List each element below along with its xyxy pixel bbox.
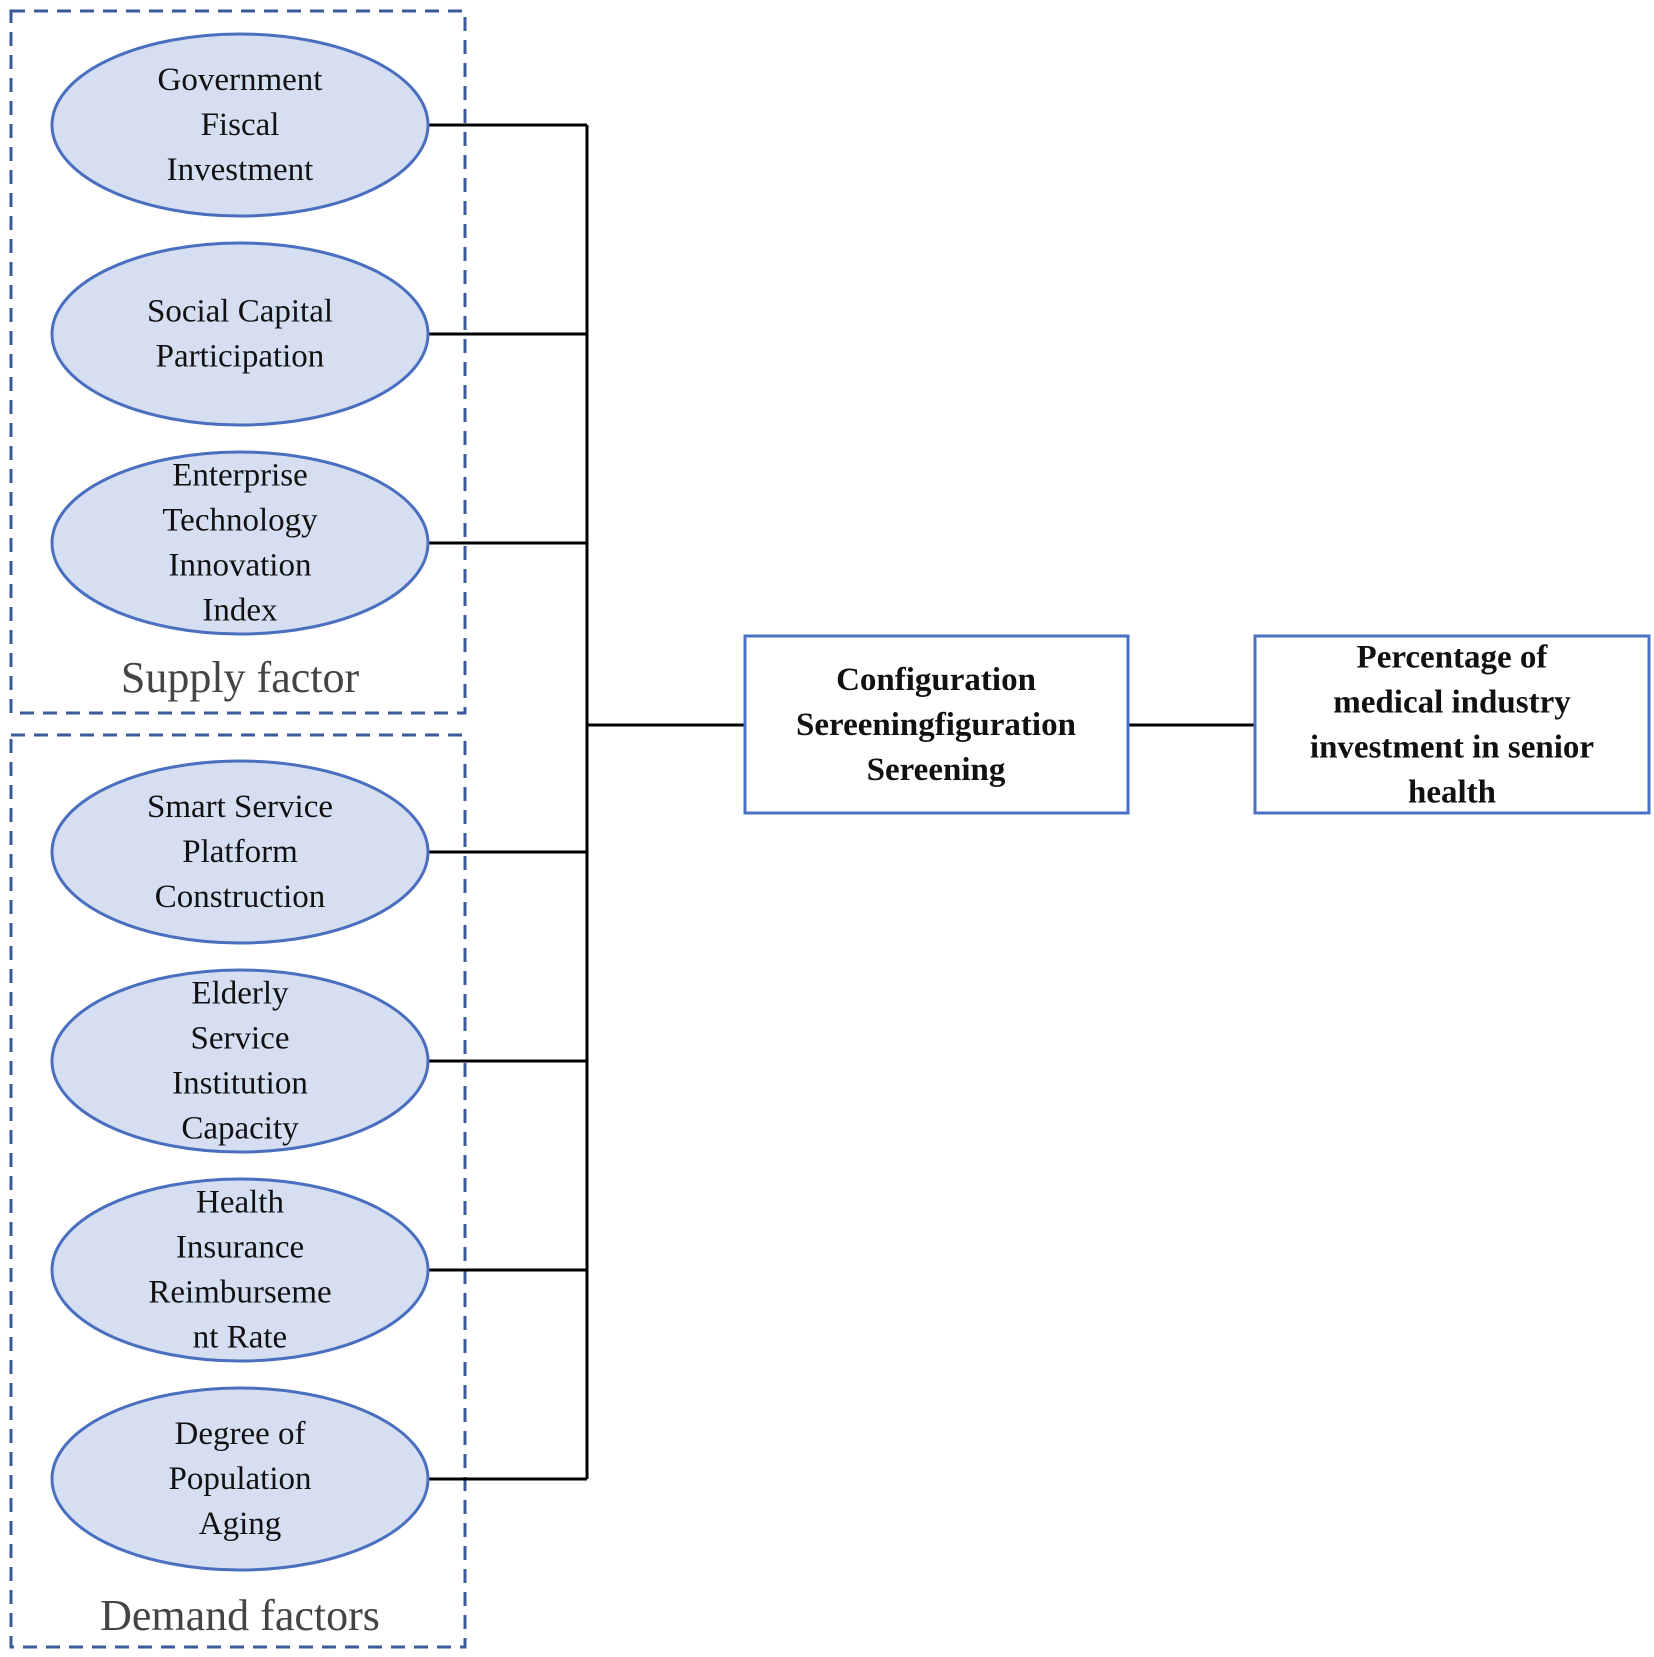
- connector-lines: [428, 123, 1255, 1481]
- factor-label-line: Investment: [167, 152, 314, 188]
- factor-label-line: Participation: [156, 339, 325, 375]
- factor-label-line: Construction: [155, 879, 326, 915]
- demand-group-label: Demand factors: [100, 1591, 380, 1640]
- factor-ellipse: [50, 32, 430, 218]
- factor-label-line: Platform: [182, 834, 298, 870]
- demand-group-frame: [9, 733, 467, 1649]
- factor-label-line: Service: [191, 1021, 290, 1057]
- factor-label-line: Elderly: [191, 976, 289, 1012]
- outcome-box: [1253, 634, 1651, 815]
- factor-label-line: Smart Service: [147, 789, 333, 825]
- factor-label-line: Innovation: [169, 548, 312, 584]
- outcome-box-text: Percentage of medical industry investment …: [1310, 640, 1594, 811]
- factor-ellipse: [50, 759, 430, 945]
- supply-group-label: Supply factor: [121, 653, 360, 702]
- factor-label-line: Enterprise: [172, 458, 308, 494]
- factor-ellipse: [50, 1177, 430, 1363]
- factor-label-line: Degree of: [174, 1416, 305, 1452]
- factor-label-line: Fiscal: [201, 107, 280, 143]
- screening-label-line: Sereening: [867, 752, 1006, 788]
- factor-ellipse: [50, 450, 430, 636]
- factor-label-line: Aging: [199, 1506, 282, 1542]
- factor-label-line: Health: [196, 1185, 284, 1221]
- outcome-label-line: health: [1408, 775, 1496, 811]
- factor-label-line: Reimburseme: [148, 1275, 331, 1311]
- supply-group-frame: [9, 9, 467, 715]
- screening-label-line: Configuration: [836, 662, 1036, 698]
- factor-label-line: Population: [168, 1461, 311, 1497]
- factor-label-line: nt Rate: [193, 1320, 287, 1356]
- outcome-label-line: Percentage of: [1357, 640, 1549, 676]
- factor-label-line: Technology: [162, 503, 318, 539]
- screening-box: [743, 634, 1130, 815]
- factor-ellipse: [50, 1386, 430, 1572]
- factor-ellipse: [50, 241, 430, 427]
- factor-label-line: Institution: [172, 1066, 308, 1102]
- factor-label-line: Capacity: [181, 1111, 299, 1147]
- factor-ellipse: [50, 968, 430, 1154]
- factor-label-line: Insurance: [176, 1230, 304, 1266]
- screening-box-text: ConfigurationSereeningfigurationSereenin…: [796, 662, 1076, 788]
- outcome-label-line: investment in senior: [1310, 730, 1594, 766]
- factor-label-line: Government: [158, 62, 323, 98]
- screening-label-line: Sereeningfiguration: [796, 707, 1076, 743]
- outcome-label-line: medical industry: [1333, 685, 1571, 721]
- factor-label-line: Index: [202, 593, 278, 629]
- factor-label-line: Social Capital: [147, 294, 333, 330]
